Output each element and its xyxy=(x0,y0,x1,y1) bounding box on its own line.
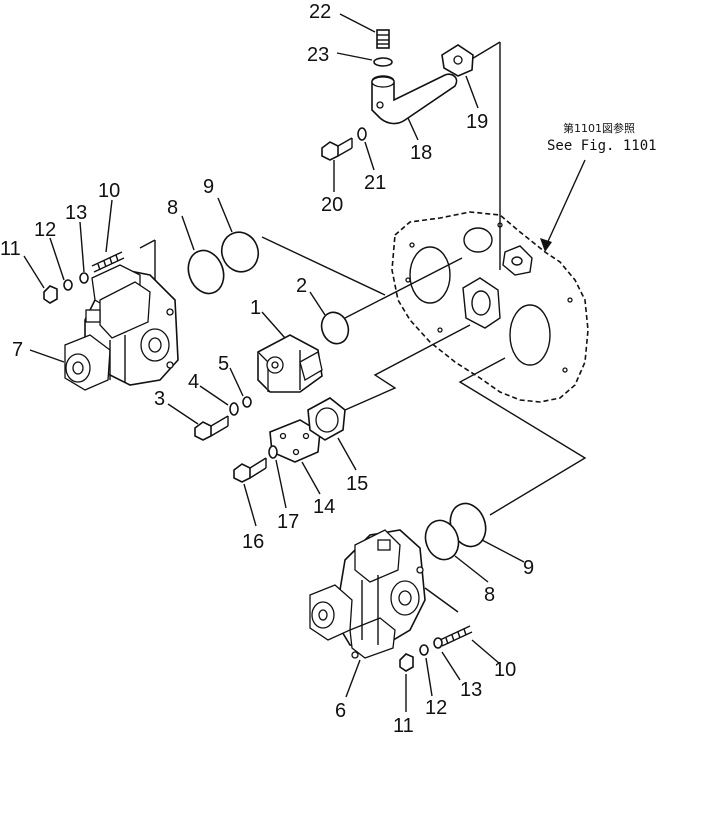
callout-8-top: 8 xyxy=(167,197,178,219)
flywheel-housing xyxy=(391,211,589,403)
callout-21: 21 xyxy=(364,172,386,194)
callout-14: 14 xyxy=(313,496,335,518)
callout-numbers: 22 23 19 18 21 20 9 8 10 13 12 11 7 1 2 … xyxy=(0,1,534,737)
gasket-part-19 xyxy=(441,44,474,77)
gear-pump-part-1 xyxy=(257,334,323,393)
callout-12-top: 12 xyxy=(34,219,56,241)
callout-18: 18 xyxy=(410,142,432,164)
callout-5: 5 xyxy=(218,353,229,375)
stud-part-10-top xyxy=(91,251,125,273)
washer-part-17 xyxy=(268,445,278,459)
washer-part-12-bottom xyxy=(419,644,429,656)
callout-1: 1 xyxy=(250,297,261,319)
callout-15: 15 xyxy=(346,473,368,495)
callout-19: 19 xyxy=(466,111,488,133)
oring-part-2 xyxy=(320,311,350,345)
washer-part-12-top xyxy=(63,279,73,291)
callout-4: 4 xyxy=(188,371,199,393)
callout-23: 23 xyxy=(307,44,329,66)
callout-9-bottom: 9 xyxy=(523,557,534,579)
callout-6: 6 xyxy=(335,700,346,722)
callout-13-top: 13 xyxy=(65,202,87,224)
gasket-part-15 xyxy=(307,397,346,441)
bolt-part-16 xyxy=(233,457,267,483)
elbow-assembly xyxy=(371,29,474,125)
nut-part-11-top xyxy=(43,285,58,304)
callout-16: 16 xyxy=(242,531,264,553)
callout-10-bottom: 10 xyxy=(494,659,516,681)
alignment-lines xyxy=(139,41,587,613)
callout-12-bottom: 12 xyxy=(425,697,447,719)
callout-10-top: 10 xyxy=(98,180,120,202)
callout-leaders xyxy=(23,13,525,712)
washer-part-5 xyxy=(242,396,252,408)
bolt-part-3 xyxy=(194,415,229,441)
washer-part-21 xyxy=(357,127,367,141)
nut-part-11-bottom xyxy=(399,653,414,672)
callout-11-bottom: 11 xyxy=(393,715,414,737)
callout-7: 7 xyxy=(12,339,23,361)
callout-20: 20 xyxy=(321,194,343,216)
reference-japanese: 第1101図参照 xyxy=(563,121,635,135)
callout-11-top: 11 xyxy=(0,238,21,260)
stud-part-10-bottom xyxy=(439,625,473,647)
main-pump-part-6 xyxy=(309,529,426,659)
callout-17: 17 xyxy=(277,511,299,533)
fitting-part-22 xyxy=(376,29,390,49)
oring-part-8-bottom xyxy=(424,519,460,561)
washer-part-23 xyxy=(373,57,393,67)
callout-9-top: 9 xyxy=(203,176,214,198)
callout-8-bottom: 8 xyxy=(484,584,495,606)
callout-3: 3 xyxy=(154,388,165,410)
reference-english: See Fig. 1101 xyxy=(547,138,657,154)
main-pump-part-7 xyxy=(64,264,179,391)
callout-13-bottom: 13 xyxy=(460,679,482,701)
callout-22: 22 xyxy=(309,1,331,23)
washer-part-4 xyxy=(229,402,239,416)
bolt-part-20 xyxy=(321,137,353,161)
washer-part-13-bottom xyxy=(433,637,443,649)
seal-part-9-top xyxy=(220,231,260,273)
cover-part-14 xyxy=(269,419,321,463)
oring-part-8-top xyxy=(187,249,225,295)
elbow-part-18 xyxy=(371,73,458,125)
callout-2: 2 xyxy=(296,275,307,297)
washer-part-13-top xyxy=(79,272,89,284)
